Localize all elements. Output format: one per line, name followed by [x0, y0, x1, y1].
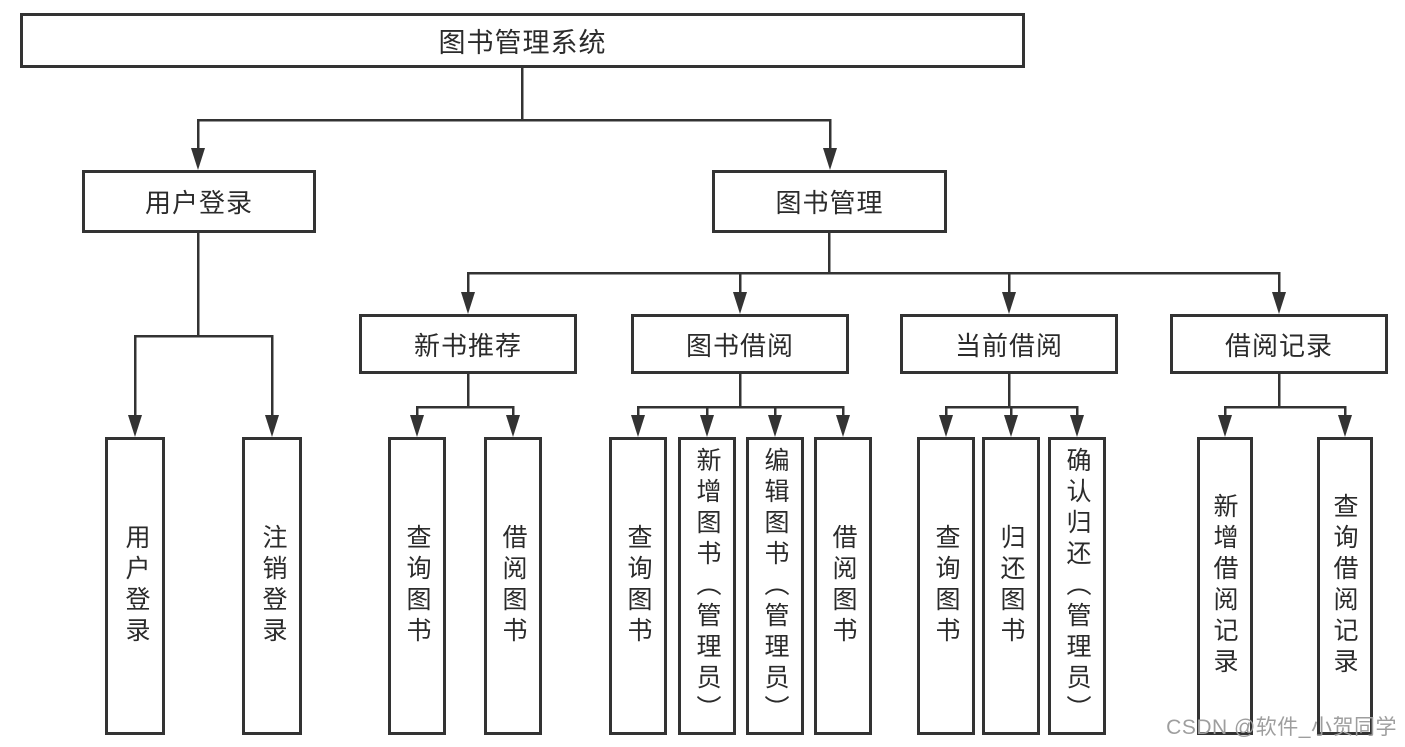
- connector-book-mgmt-to-level3: [461, 231, 1286, 314]
- arrowhead: [1070, 415, 1084, 437]
- leaf-borrow-books: 借阅图书: [814, 437, 872, 735]
- connector-user-login-children: [128, 232, 279, 437]
- leaf-add-borrow-record: 新增借阅记录: [1197, 437, 1253, 735]
- leaf-confirm-return-admin: 确认归还（管理员）: [1048, 437, 1106, 735]
- connector-current-borrow-children: [939, 373, 1084, 437]
- leaf-add-book-admin: 新增图书（管理员）: [678, 437, 736, 735]
- leaf-query-borrow-record: 查询借阅记录: [1317, 437, 1373, 735]
- arrowhead: [128, 415, 142, 437]
- node-book-borrow: 图书借阅: [631, 314, 849, 374]
- leaf-borrow-books-recommend: 借阅图书: [484, 437, 542, 735]
- arrowhead: [939, 415, 953, 437]
- arrowhead: [823, 148, 837, 170]
- arrowhead: [1272, 292, 1286, 314]
- arrowhead: [506, 415, 520, 437]
- leaf-logout: 注销登录: [242, 437, 302, 735]
- arrowhead: [1338, 415, 1352, 437]
- connector-borrow-records-children: [1218, 373, 1352, 437]
- connector-book-borrow-children: [631, 373, 850, 437]
- arrowhead: [700, 415, 714, 437]
- arrowhead: [768, 415, 782, 437]
- arrowhead: [1002, 292, 1016, 314]
- node-current-borrow: 当前借阅: [900, 314, 1118, 374]
- node-user-login: 用户登录: [82, 170, 316, 233]
- leaf-user-login: 用户登录: [105, 437, 165, 735]
- arrowhead: [265, 415, 279, 437]
- leaf-edit-book-admin: 编辑图书（管理员）: [746, 437, 804, 735]
- leaf-query-books-recommend: 查询图书: [388, 437, 446, 735]
- arrowhead: [733, 292, 747, 314]
- arrowhead: [836, 415, 850, 437]
- node-new-book-recommend: 新书推荐: [359, 314, 577, 374]
- arrowhead: [410, 415, 424, 437]
- node-borrow-records: 借阅记录: [1170, 314, 1388, 374]
- leaf-return-books: 归还图书: [982, 437, 1040, 735]
- arrowhead: [631, 415, 645, 437]
- arrowhead: [1004, 415, 1018, 437]
- connector-new-book-children: [410, 373, 520, 437]
- leaf-query-books-current: 查询图书: [917, 437, 975, 735]
- arrowhead: [191, 148, 205, 170]
- leaf-query-books-borrow: 查询图书: [609, 437, 667, 735]
- csdn-watermark: CSDN @软件_小贺同学: [1166, 716, 1397, 739]
- node-book-management: 图书管理: [712, 170, 947, 233]
- arrowhead: [1218, 415, 1232, 437]
- node-library-system: 图书管理系统: [20, 13, 1025, 68]
- connector-root-to-level2: [191, 67, 837, 170]
- arrowhead: [461, 292, 475, 314]
